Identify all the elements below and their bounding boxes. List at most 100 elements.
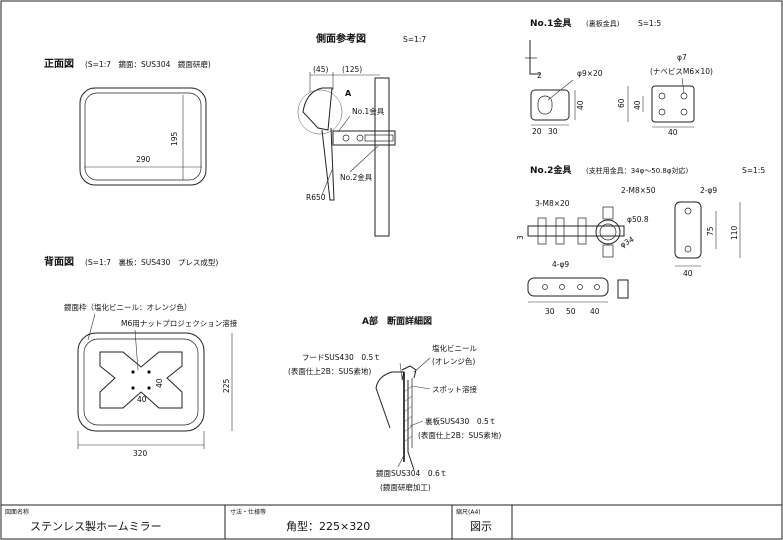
side-dim-b: (125) (342, 65, 362, 74)
section-leader-vinyl (413, 357, 431, 373)
title-block-scale-label: 縮尺(A4) (456, 508, 481, 516)
back-press-shape (99, 351, 183, 409)
section-hatch-6 (403, 435, 413, 443)
no1-dim-60: 60 (617, 98, 626, 108)
no2-bar-hole-4 (594, 284, 600, 290)
side-bolt-1 (342, 134, 350, 142)
no2-bolt-1 (537, 217, 547, 245)
no2-bolt-2 (555, 217, 565, 245)
side-view-scale: S=1:7 (403, 35, 426, 44)
front-view: 正面図 (S=1:7 鏡面：SUS304 鏡面研磨) 290 195 (44, 58, 211, 186)
no1-dim-40b: 40 (633, 100, 642, 110)
title-block-name-label: 図面名称 (5, 508, 29, 516)
no1-hole-4 (680, 108, 688, 116)
no2-phi9c: 4-φ9 (552, 260, 569, 269)
side-label-a: A (345, 89, 352, 98)
no1-slot (537, 95, 553, 115)
section-detail-view: A部 断面詳細図 フードSUS430 0.5ｔ (表面仕上2B：SUS素地) 塩… (288, 315, 501, 492)
section-mirror-sub: (鏡面研磨加工) (380, 482, 431, 492)
no2-dim-40top: 40 (683, 269, 693, 278)
section-hatch-5 (403, 425, 413, 433)
back-dim-40a: 40 (155, 378, 164, 388)
side-bolt-shaft (364, 134, 394, 142)
back-nut-label: M6用ナットプロジェクション溶接 (121, 318, 238, 328)
side-view-title: 側面参考図 (315, 32, 366, 45)
no2-top-bolt (602, 206, 614, 220)
no1-title: No.1金具 (530, 17, 571, 29)
no2-plate-hole-2 (684, 245, 692, 253)
no2-title: No.2金具 (530, 164, 571, 176)
no2-spec: (支柱用金具：34φ～50.8φ対応) (586, 166, 688, 175)
back-frame-outer (77, 332, 205, 432)
no2-bar-hole-2 (559, 284, 565, 290)
side-label-no1: No.1金具 (352, 106, 385, 116)
no1-leader-phi7 (681, 77, 685, 94)
no2-bar-end (617, 279, 629, 299)
no2-bracket-view: No.2金具 (支柱用金具：34φ～50.8φ対応) S=1:5 3-M8×20… (516, 164, 765, 316)
section-hood: フードSUS430 0.5ｔ (302, 353, 381, 362)
side-bolt-2 (356, 134, 364, 142)
side-detail-circle (297, 89, 343, 135)
no2-bar-hole-1 (542, 284, 548, 290)
side-leader-no1 (337, 115, 351, 133)
back-view-spec: (S=1:7 裏板：SUS430 プレス成型) (85, 257, 218, 267)
section-spot: スポット溶接 (432, 384, 477, 394)
no2-clamp-bar (527, 225, 625, 237)
side-view: 側面参考図 S=1:7 (45) (125) A No.1金具 No.2金具 R… (297, 32, 426, 237)
no1-bracket-view: No.1金具 (裏板金具) S=1:5 2 φ9×20 40 20 30 φ7 … (525, 17, 713, 137)
no2-dim-40: 40 (590, 307, 600, 316)
no2-m8x50: 2-M8×50 (621, 186, 656, 195)
back-frame-inner (83, 338, 199, 426)
no1-profile (529, 40, 540, 75)
no2-side-plate (674, 201, 702, 259)
section-mirror: 鏡面SUS304 0.6ｔ (376, 468, 447, 478)
section-vinyl: 塩化ビニール (432, 343, 477, 353)
back-leader-nut (134, 329, 139, 371)
no2-pole-small (599, 223, 617, 241)
side-leader-no2 (349, 145, 379, 173)
section-hatch-2 (403, 395, 413, 403)
no2-dim-30: 30 (545, 307, 555, 316)
no1-hole-1 (658, 92, 666, 100)
side-label-no2: No.2金具 (340, 172, 373, 182)
section-hood-sub: (表面仕上2B：SUS素地) (288, 366, 371, 376)
title-block-spec-label: 寸法・仕様等 (230, 508, 266, 516)
no2-scale: S=1:5 (742, 166, 765, 175)
section-hatch-1 (403, 385, 413, 393)
title-block: 図面名称 ステンレス製ホームミラー 寸法・仕様等 角型：225×320 縮尺(A… (1, 504, 782, 539)
section-back-sub: (表面仕上2B：SUS素地) (418, 430, 501, 440)
no1-dim-40a: 40 (576, 100, 585, 110)
front-view-spec: (S=1:7 鏡面：SUS304 鏡面研磨) (85, 59, 211, 69)
no2-phi9b: 2-φ9 (700, 186, 717, 195)
no1-nabe: (ナベビスM6×10) (650, 67, 713, 76)
no1-plate (530, 89, 570, 121)
side-bracket-no1 (332, 130, 396, 146)
no2-dim-3: 3 (516, 235, 525, 240)
back-view: 背面図 (S=1:7 裏板：SUS430 プレス成型) 鏡面枠（塩化ビニール：オ… (44, 255, 238, 458)
back-nut-4 (147, 386, 151, 390)
section-back: 裏板SUS430 0.5ｔ (425, 416, 496, 426)
section-leader-spot (411, 385, 431, 390)
no1-phi7: φ7 (677, 53, 687, 62)
section-leader-mirror (397, 454, 405, 468)
no1-dim-30: 30 (548, 127, 558, 136)
no2-bottom-bolt (602, 244, 614, 258)
side-pole (374, 77, 390, 237)
side-mirror-body (321, 127, 335, 201)
back-view-title: 背面図 (44, 255, 74, 268)
section-leader-hood (399, 362, 403, 379)
back-nut-2 (147, 370, 151, 374)
back-dim-320: 320 (133, 449, 148, 458)
back-frame-label: 鏡面枠（塩化ビニール：オレンジ色） (64, 302, 192, 312)
back-nut-1 (131, 370, 135, 374)
no2-dim-75: 75 (706, 226, 715, 236)
no2-pole-large (595, 219, 621, 245)
section-back-plate (407, 380, 415, 471)
no2-m8x20: 3-M8×20 (535, 199, 570, 208)
no2-bar-hole-3 (577, 284, 583, 290)
back-leader-frame (87, 313, 96, 341)
no2-phi34: φ34 (619, 235, 636, 250)
no2-phi508: φ50.8 (627, 215, 649, 224)
